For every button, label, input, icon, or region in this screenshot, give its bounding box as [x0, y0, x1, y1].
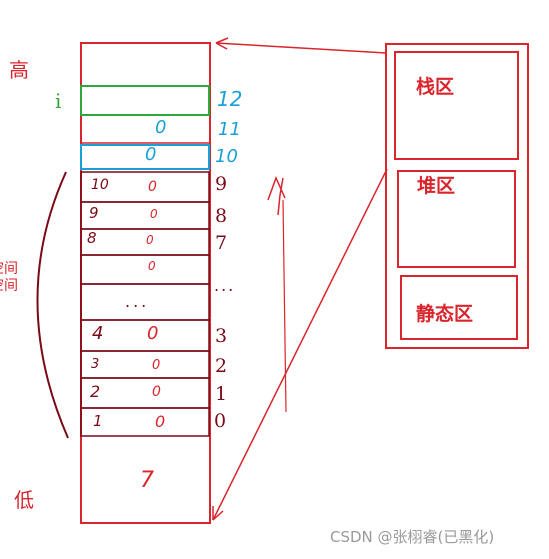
cell-ellipsis-text: ... [125, 292, 150, 311]
scribble-line [282, 199, 287, 413]
cell-1 [80, 377, 210, 409]
cell-tag: 3 [91, 357, 100, 372]
cell-value: 0 [146, 233, 154, 247]
static-zone-box [400, 275, 518, 340]
memory-box [385, 43, 529, 349]
label-heap-zone: 堆区 [417, 175, 456, 197]
cell-index: 2 [215, 355, 228, 377]
label-space-2: 空间 [0, 278, 18, 294]
top-arrow-head [215, 37, 229, 50]
stack-zone-box [394, 51, 519, 160]
cell-index: 9 [215, 173, 228, 195]
cell-value: 0 [155, 412, 166, 431]
watermark: CSDN @张栩睿(已黑化) [330, 528, 495, 546]
cell-6 [80, 254, 210, 285]
cell-tag: 9 [89, 204, 99, 222]
cell-i-highlight [80, 85, 210, 116]
index-10: 10 [215, 146, 238, 167]
cell-tag: 1 [93, 412, 103, 430]
label-stack-zone: 栈区 [416, 76, 455, 98]
label-i: i [55, 89, 62, 113]
up-arrow-scribble [267, 176, 286, 216]
cell-value: 0 [150, 207, 158, 221]
index-12: 12 [217, 87, 243, 111]
left-bracket [36, 171, 69, 439]
bottom-arrow-line [212, 168, 388, 521]
cell-tag: 2 [90, 382, 101, 401]
stack-cells [80, 171, 210, 437]
index-11: 11 [218, 119, 241, 140]
cell-10-highlight [80, 144, 210, 170]
value-11: 0 [155, 117, 167, 138]
label-high: 高 [9, 58, 29, 82]
cell-value: 0 [147, 323, 159, 344]
cell-index: 7 [215, 232, 228, 254]
cell-value: 0 [148, 259, 156, 273]
cell-7 [80, 228, 210, 256]
bottom-mark: 7 [140, 468, 154, 493]
cell-value: 0 [152, 384, 161, 400]
cell-index: 3 [215, 325, 228, 347]
label-static-zone: 静态区 [416, 303, 474, 325]
cell-tag: 8 [87, 229, 97, 247]
cell-2 [80, 350, 210, 379]
cell-value: 0 [148, 179, 157, 195]
cell-index: 8 [215, 205, 228, 227]
cell-index-ellipsis: ... [214, 276, 236, 295]
label-space-1: 空间 [0, 261, 18, 277]
cell-tag: 4 [92, 323, 104, 344]
heap-zone-box [397, 170, 516, 268]
cell-index: 1 [215, 383, 228, 405]
bottom-arrow-head [212, 506, 224, 521]
cell-0 [80, 407, 210, 437]
label-low: 低 [14, 488, 34, 512]
value-10: 0 [145, 144, 157, 165]
cell-tag: 10 [91, 177, 109, 193]
cell-value: 0 [152, 358, 161, 373]
cell-8 [80, 201, 210, 230]
top-arrow-line [215, 42, 387, 54]
cell-index: 0 [214, 410, 227, 432]
